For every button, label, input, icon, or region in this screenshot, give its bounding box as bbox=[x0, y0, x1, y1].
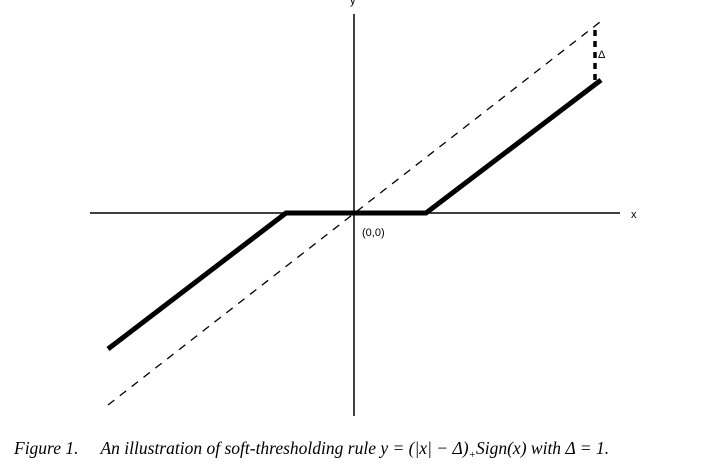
figure-caption: Figure 1. An illustration of soft-thresho… bbox=[14, 438, 704, 461]
formula-main: y = (|x| − Δ) bbox=[380, 438, 469, 458]
caption-text: An illustration of soft-thresholding rul… bbox=[100, 438, 376, 458]
origin-label: (0,0) bbox=[362, 227, 385, 239]
delta-label: Δ bbox=[598, 49, 606, 61]
x-axis-label: x bbox=[631, 209, 637, 221]
formula-subscript: + bbox=[468, 449, 476, 461]
soft-threshold-diagram: Δ x y (0,0) bbox=[90, 0, 637, 416]
soft-threshold-curve bbox=[106, 78, 603, 351]
figure-number: Figure 1. bbox=[14, 438, 79, 458]
formula-after-subscript: Sign(x) bbox=[475, 438, 527, 458]
y-axis-label: y bbox=[350, 0, 356, 7]
caption-with: with bbox=[530, 438, 562, 458]
formula-end: Δ = 1. bbox=[565, 438, 610, 458]
